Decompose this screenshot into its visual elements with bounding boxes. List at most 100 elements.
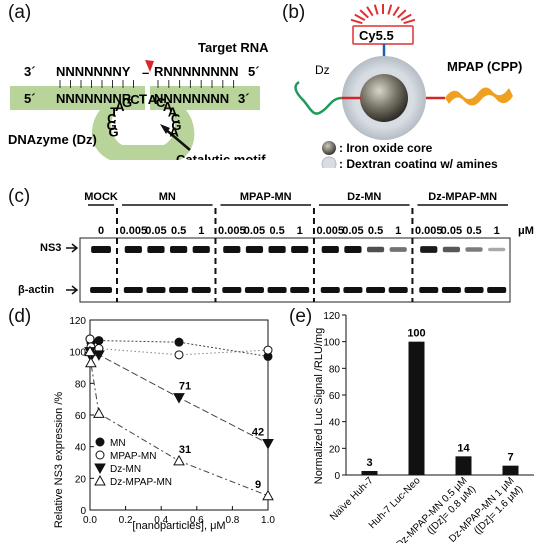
y-tick-label: 60	[329, 391, 341, 402]
data-point	[173, 393, 185, 404]
legend-marker	[95, 450, 105, 460]
blot-group-label: MN	[159, 191, 176, 203]
catalytic-motif-label: Catalytic motif	[176, 152, 266, 160]
ns3-band	[366, 246, 385, 253]
panel-b-diagram: Cy5.5 Dz MPAP (CPP) : Iron oxide core : …	[294, 4, 522, 168]
legend-coating-icon	[321, 156, 337, 168]
x-tick-label: 0.0	[83, 515, 97, 526]
data-label: 71	[179, 381, 191, 393]
loop-base: G	[122, 95, 132, 110]
blot-group-label: MOCK	[84, 191, 118, 203]
legend-core-text: : Iron oxide core	[339, 141, 433, 155]
ns3-band	[420, 246, 438, 253]
data-point	[85, 356, 97, 368]
bar-data-label: 7	[507, 452, 513, 464]
y-tick-label: 80	[329, 364, 341, 375]
blot-lane-label: 0.05	[342, 225, 363, 237]
blot-lane-label: 0	[98, 225, 104, 237]
y-tick-label: 0	[334, 471, 340, 482]
y-tick-label: 40	[329, 418, 341, 429]
legend-label: MPAP-MN	[110, 451, 156, 462]
dz-right-prime: 3´	[238, 91, 250, 106]
panel-b-label: (b)	[282, 2, 306, 23]
bar	[502, 465, 519, 475]
dz-loop	[91, 110, 195, 160]
blot-lane-label: 0.005	[120, 225, 148, 237]
ns3-band	[291, 246, 309, 253]
actin-band	[123, 287, 143, 293]
actin-arrow-icon	[66, 285, 79, 295]
ns3-row-label: NS3	[40, 242, 61, 254]
y-tick-label: 80	[75, 379, 87, 390]
loop-base: T	[139, 91, 147, 106]
blot-lane-label: 1	[395, 225, 401, 237]
loop-base: G	[108, 124, 118, 139]
svg-text:–: –	[142, 65, 149, 80]
legend-marker	[94, 474, 106, 486]
data-point	[93, 350, 105, 361]
unit-label: μM	[518, 225, 534, 237]
data-point	[94, 336, 104, 346]
legend-core-icon	[322, 141, 336, 155]
loop-base: G	[171, 118, 181, 133]
data-point	[262, 439, 274, 450]
cy55-fluorescence-rays	[350, 4, 416, 25]
legend-label: MN	[110, 438, 126, 449]
y-tick-label: 40	[75, 443, 87, 454]
ns3-band	[268, 246, 286, 253]
actin-band	[388, 287, 408, 293]
ns3-band	[223, 246, 241, 253]
actin-band	[90, 287, 113, 293]
chart-e-ylabel: Normalized Luc Signal /RLU/mg	[313, 328, 325, 485]
loop-base: C	[130, 92, 140, 107]
actin-band	[146, 287, 166, 293]
y-tick-label: 20	[329, 444, 341, 455]
loop-base: A	[115, 99, 125, 114]
blot-group-label: Dz-MN	[347, 191, 381, 203]
top-seq-left: NNNNNNNY	[56, 64, 131, 79]
loop-base: C	[171, 111, 181, 126]
ns3-band	[170, 246, 188, 253]
x-tick-label: 1.0	[261, 515, 275, 526]
legend-label: Dz-MPAP-MN	[110, 477, 172, 488]
ns3-band	[344, 246, 362, 253]
base-pair-ticks	[59, 80, 235, 88]
bar	[361, 471, 378, 475]
data-point	[174, 350, 184, 360]
ns3-band	[488, 247, 506, 252]
actin-band	[191, 287, 211, 293]
actin-band	[222, 287, 242, 293]
ns3-band	[192, 246, 210, 253]
blot-group-label: MPAP-MN	[240, 191, 292, 203]
panel-d-label: (d)	[8, 306, 32, 327]
ns3-arrow-icon	[66, 243, 79, 253]
blot-lane-label: 0.5	[368, 225, 383, 237]
blot-group-label: Dz-MPAP-MN	[428, 191, 497, 203]
ns3-band	[389, 247, 407, 252]
actin-band	[267, 287, 287, 293]
y-tick-label: 60	[75, 411, 87, 422]
top-seq-right: RNNNNNNNN	[154, 64, 239, 79]
mpap-peptide	[445, 87, 513, 106]
data-point	[85, 334, 95, 344]
blot-lane-label: 0.5	[466, 225, 481, 237]
chart-d-xlabel: [nanoparticles], μM	[132, 520, 225, 532]
y-tick-label: 20	[75, 474, 87, 485]
data-label: 9	[255, 479, 261, 491]
panel-e-label: (e)	[289, 306, 313, 327]
iron-oxide-core	[360, 74, 408, 122]
ns3-band	[245, 246, 264, 253]
dz-label: Dz	[315, 63, 330, 77]
dz-strand-left	[10, 86, 145, 110]
chart-d-ylabel: Relative NS3 expression /%	[53, 392, 65, 529]
loop-base: A	[168, 105, 178, 120]
bar	[455, 456, 472, 475]
actin-band	[366, 287, 386, 293]
data-label: 42	[252, 427, 264, 439]
dnazyme-label: DNAzyme (Dz)	[8, 132, 97, 147]
dz-strand	[294, 80, 343, 115]
loop-base: A	[163, 99, 173, 114]
dz-seq-left: NNNNNNNR	[56, 91, 132, 106]
actin-band	[464, 287, 484, 293]
